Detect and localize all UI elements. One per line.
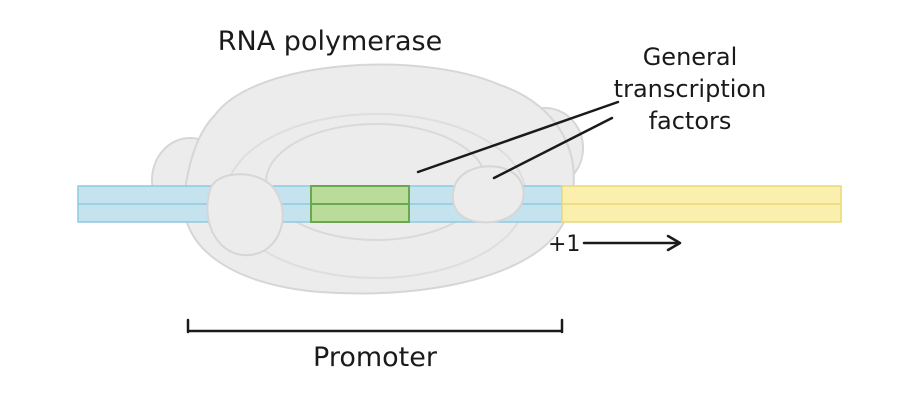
- promoter-label: Promoter: [313, 342, 438, 373]
- gtf-pointer-line-2: [492, 116, 614, 180]
- tata-box: [310, 185, 410, 223]
- plus-one-label: +1: [548, 232, 580, 257]
- gtf-pointer-line-1: [416, 100, 620, 174]
- promoter-bracket: [186, 318, 564, 334]
- rna-polymerase-label: RNA polymerase: [218, 26, 442, 57]
- transcription-factor-right: [451, 165, 525, 224]
- dna-gene-strand: [561, 185, 842, 223]
- gtf-label-line-3: factors: [649, 107, 732, 135]
- gtf-label-line-2: transcription: [614, 75, 767, 103]
- gtf-label-line-1: General: [643, 43, 738, 71]
- transcription-start-arrow: [582, 234, 682, 252]
- transcription-factor-left: [206, 173, 284, 257]
